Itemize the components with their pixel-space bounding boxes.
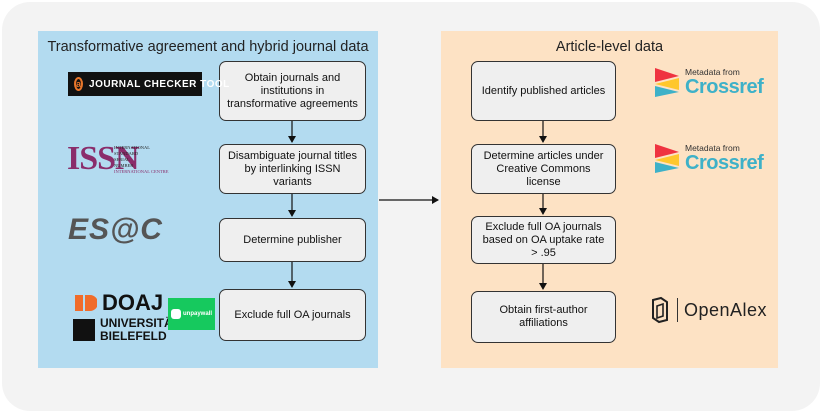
- unpaywall-icon: [170, 309, 181, 319]
- step-determine-publisher: Determine publisher: [219, 218, 366, 262]
- unpaywall-logo: unpaywall: [168, 298, 215, 330]
- crossref-tagline: Metadata from: [685, 143, 740, 153]
- issn-sub-line: INTERNATIONAL: [114, 145, 150, 150]
- right-panel-title: Article-level data: [555, 39, 664, 55]
- issn-sub-line: SERIAL: [114, 157, 130, 162]
- crossref-name: Crossref: [685, 76, 764, 98]
- uni-bielefeld-line2: BIELEFELD: [100, 329, 167, 343]
- esac-logo: ES@C: [68, 213, 163, 246]
- issn-logo-subtext: INTERNATIONAL STANDARD SERIAL NUMBER INT…: [114, 145, 174, 175]
- step-obtain-journals: Obtain journals and institutions in tran…: [219, 61, 366, 121]
- issn-sub-line: INTERNATIONAL CENTRE: [114, 169, 169, 174]
- issn-logo: ISSN: [67, 140, 140, 177]
- openalex-logo: OpenAlex: [649, 296, 767, 324]
- step-first-author-affiliations: Obtain first-author affiliations: [471, 291, 616, 343]
- openalex-icon: [652, 296, 668, 324]
- uni-bielefeld-logo: UNIVERSITÄT BIELEFELD: [73, 317, 180, 343]
- step-exclude-oa-uptake: Exclude full OA journals based on OA upt…: [471, 216, 616, 264]
- crossref-icon: [655, 68, 679, 97]
- crossref-tagline: Metadata from: [685, 67, 740, 77]
- doaj-icon: [75, 295, 97, 311]
- step-exclude-oa-journals-left: Exclude full OA journals: [219, 289, 366, 341]
- step-identify-articles: Identify published articles: [471, 61, 616, 121]
- doaj-logo: DOAJ: [102, 290, 164, 315]
- openalex-separator: [677, 298, 678, 322]
- issn-sub-line: STANDARD: [114, 151, 139, 156]
- crossref-logo-2: Metadata from Crossref: [653, 142, 764, 174]
- step-disambiguate-titles: Disambiguate journal titles by interlink…: [219, 144, 366, 194]
- uni-bielefeld-icon: [73, 319, 95, 341]
- crossref-icon: [655, 144, 679, 173]
- jct-logo-text: JOURNAL CHECKER TOOL: [89, 78, 230, 90]
- journal-checker-tool-logo: a JOURNAL CHECKER TOOL: [68, 72, 229, 96]
- left-panel-title: Transformative agreement and hybrid jour…: [47, 39, 369, 55]
- step-cc-license: Determine articles under Creative Common…: [471, 144, 616, 194]
- openalex-text: OpenAlex: [684, 299, 768, 320]
- crossref-logo-1: Metadata from Crossref: [653, 66, 764, 98]
- uni-bielefeld-line1: UNIVERSITÄT: [100, 316, 181, 330]
- issn-sub-line: NUMBER: [114, 163, 134, 168]
- unpaywall-text: unpaywall: [182, 311, 212, 317]
- jct-icon: a: [74, 77, 84, 91]
- crossref-name: Crossref: [685, 152, 764, 174]
